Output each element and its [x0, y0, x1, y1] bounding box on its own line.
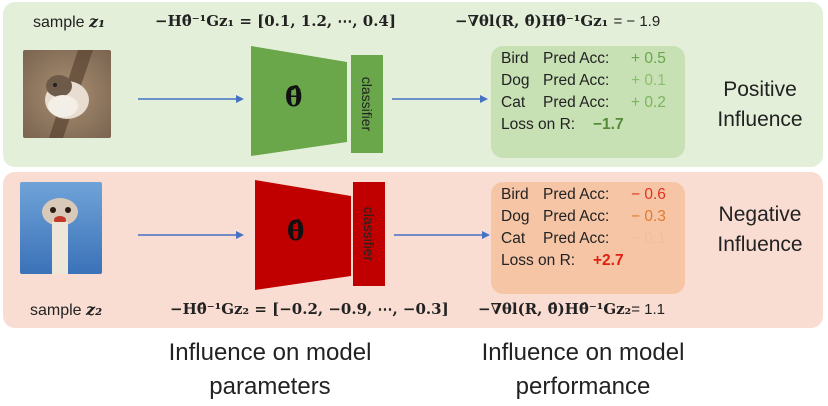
perf-influence-formula-z1: −∇θl(R, θ̂)Hθ̂⁻¹Gz₁ = − 1.9 — [455, 12, 661, 30]
perf-influence-formula-z2: −∇θl(R, θ̂)Hθ̂⁻¹Gz₂= 1.1 — [478, 300, 666, 318]
positive-influence-panel — [3, 2, 823, 167]
caption-performance: Influence on model performance — [481, 339, 685, 400]
param-influence-formula-z2: −Hθ̂⁻¹Gz₂ = [−0.2, −0.9, ⋯, −0.3] — [170, 300, 449, 318]
model-encoder-top — [251, 46, 347, 156]
arrow-model-to-performance-top — [392, 95, 488, 103]
bird-sample-image — [23, 50, 111, 138]
arrow-model-to-performance-bottom — [394, 231, 490, 239]
influence-label-negative: Negative Influence — [717, 203, 803, 256]
sample-z1-label: sample z₁ — [33, 12, 106, 31]
classifier-bottom: classifier — [353, 182, 385, 286]
model-encoder-bottom — [255, 180, 351, 290]
loss-row: Loss on R:−1.7 — [501, 116, 624, 133]
theta-hat-label-top: θ̂ — [285, 83, 303, 113]
arrow-input-to-model-bottom — [138, 231, 244, 239]
theta-hat-label-bottom: θ̂ — [287, 217, 305, 247]
loss-row: Loss on R:+2.7 — [501, 252, 624, 269]
param-influence-formula-z1: −Hθ̂⁻¹Gz₁ = [0.1, 1.2, ⋯, 0.4] — [155, 12, 396, 30]
influence-label-positive: Positive Influence — [717, 78, 803, 131]
arrow-input-to-model-top — [138, 95, 244, 103]
classifier-top: classifier — [351, 55, 383, 153]
caption-parameters: Influence on model parameters — [168, 339, 372, 400]
sample-z2-label: sample z₂ — [30, 300, 103, 319]
negative-influence-panel — [3, 172, 823, 328]
ostrich-sample-image — [20, 182, 102, 274]
